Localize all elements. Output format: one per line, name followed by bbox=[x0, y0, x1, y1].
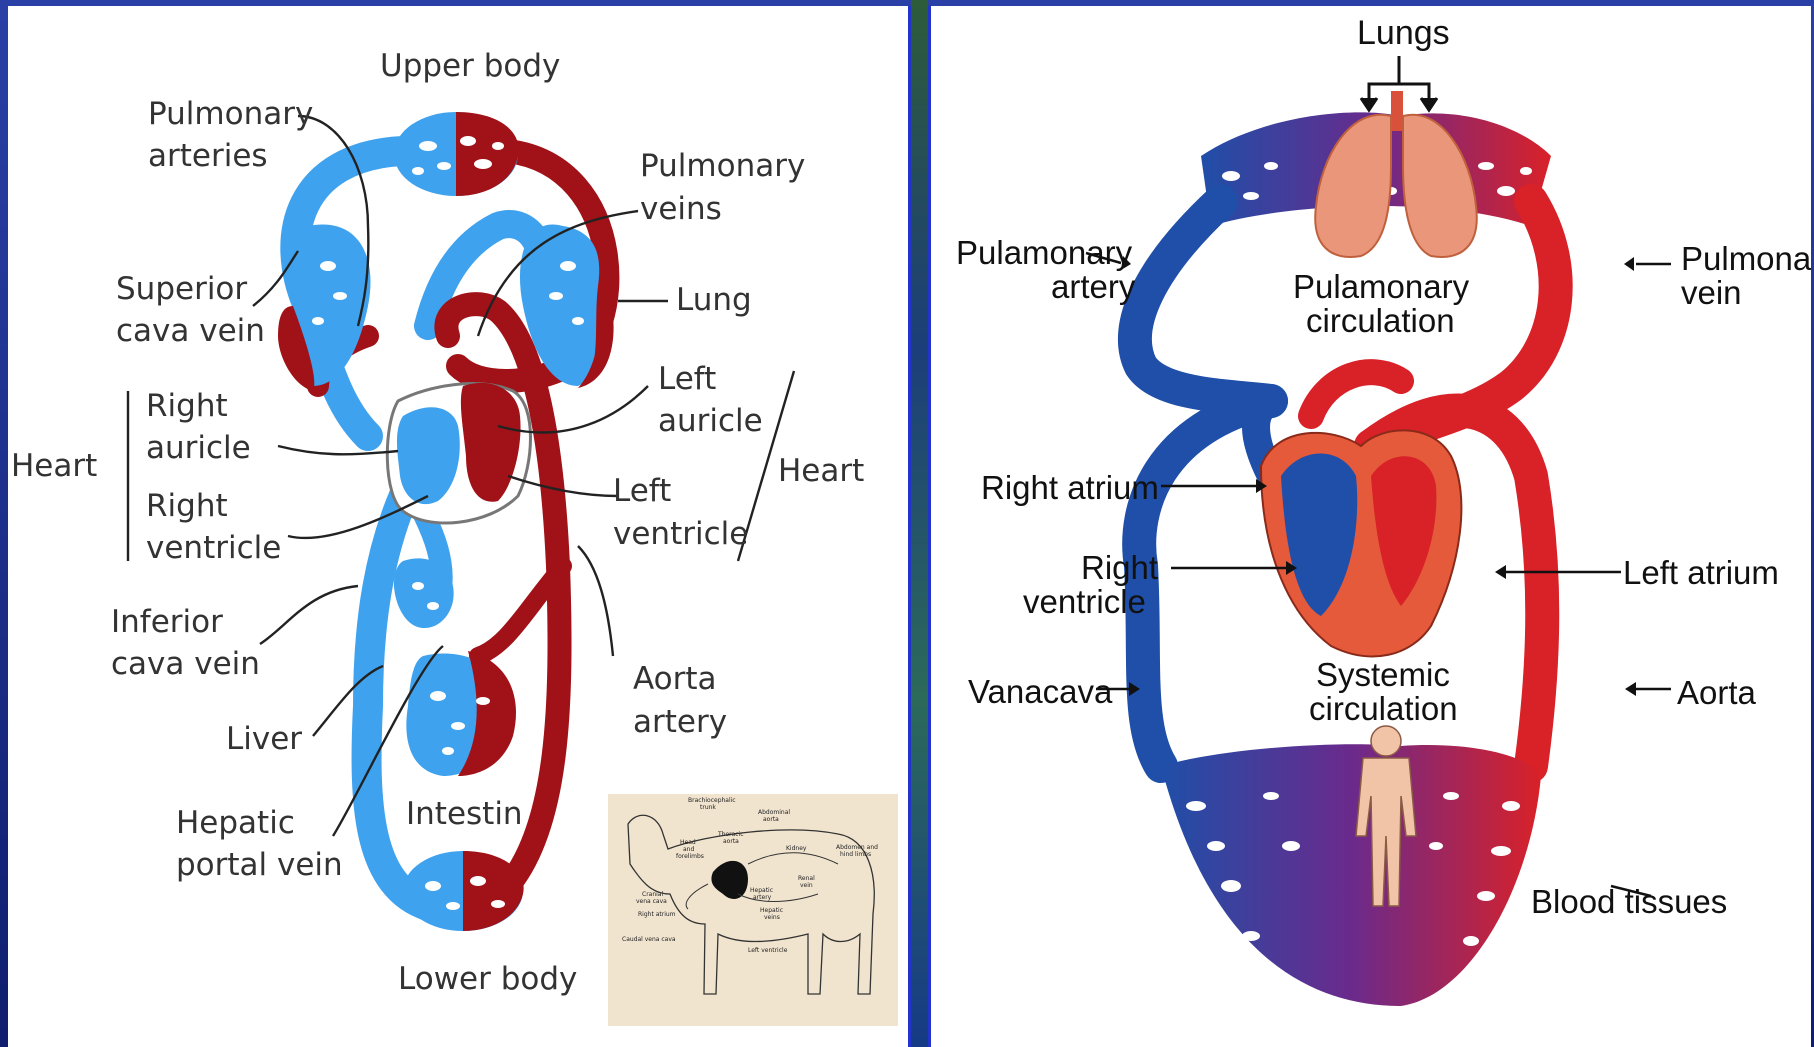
inset-label-abdomen-2: hind limbs bbox=[840, 851, 871, 858]
cow-heart bbox=[711, 861, 748, 899]
label-inferior-cava-line2: cava vein bbox=[111, 646, 260, 682]
heart-schematic bbox=[387, 383, 530, 523]
right-circulation-panel: Lungs Pulamonary artery Pulmonary vein P… bbox=[928, 6, 1811, 1047]
inset-label-abdominal-2: aorta bbox=[763, 816, 779, 823]
inset-label-hepatic-artery-1: Hepatic bbox=[750, 887, 773, 894]
left-circulation-panel: Upper body Pulmonary arteries Pulmonary … bbox=[8, 6, 911, 1047]
label-hepatic-line1: Hepatic bbox=[176, 805, 295, 841]
inset-label-head-2: and bbox=[683, 846, 694, 853]
cow-circulation-inset: Brachiocephalic trunk Abdominal aorta Th… bbox=[608, 794, 898, 1026]
panel-gap bbox=[911, 0, 928, 1047]
inset-label-hepatic-artery-2: artery bbox=[753, 894, 772, 901]
label-left-auricle-line2: auricle bbox=[658, 403, 763, 439]
cow-inset-labels: Brachiocephalic trunk Abdominal aorta Th… bbox=[622, 797, 878, 954]
label-right-ventricle-line2: ventricle bbox=[146, 530, 281, 566]
label-right-atrium: Right atrium bbox=[981, 469, 1159, 506]
inset-label-left-ventricle: Left ventricle bbox=[748, 947, 788, 954]
inset-label-brachio-2: trunk bbox=[700, 804, 716, 811]
label-aorta-line2: artery bbox=[633, 704, 727, 740]
inset-label-abdomen-1: Abdomen and bbox=[836, 844, 878, 851]
label-pulmonary-circulation-line2: circulation bbox=[1306, 302, 1455, 339]
label-pulmonary-veins-line2: veins bbox=[640, 191, 722, 227]
label-superior-cava-line1: Superior bbox=[116, 271, 247, 307]
label-vanacava: Vanacava bbox=[968, 673, 1113, 710]
inset-label-renal-2: vein bbox=[800, 882, 813, 889]
label-upper-body: Upper body bbox=[380, 48, 560, 84]
label-left-atrium: Left atrium bbox=[1623, 554, 1779, 591]
blood-tissues-capillary-bed bbox=[1161, 744, 1541, 1006]
label-right-auricle-line2: auricle bbox=[146, 430, 251, 466]
inset-label-head-1: Head bbox=[680, 839, 696, 846]
label-pulmonary-vein-line2: vein bbox=[1681, 274, 1742, 311]
heart-illustration bbox=[1261, 430, 1461, 656]
label-right-ventricle-line1: Right bbox=[146, 488, 228, 524]
label-right-ventricle-line1: Right bbox=[1081, 549, 1158, 586]
label-heart-right: Heart bbox=[778, 453, 864, 489]
label-systemic-circulation-line2: circulation bbox=[1309, 690, 1458, 727]
inset-label-brachio-1: Brachiocephalic bbox=[688, 797, 736, 804]
inset-label-thoracic-1: Thoracic bbox=[717, 831, 744, 838]
label-pulmonary-vein-line1: Pulmonary bbox=[1681, 240, 1811, 277]
label-lungs: Lungs bbox=[1357, 14, 1450, 52]
inset-label-cranial-2: vena cava bbox=[636, 898, 667, 905]
label-left-auricle-line1: Left bbox=[658, 361, 716, 397]
label-inferior-cava-line1: Inferior bbox=[111, 604, 223, 640]
label-pulmonary-artery-line2: artery bbox=[1051, 268, 1136, 305]
label-pulmonary-artery-line1: Pulamonary bbox=[956, 234, 1133, 271]
label-blood-tissues: Blood tissues bbox=[1531, 883, 1727, 920]
inset-label-cranial-1: Cranial bbox=[642, 891, 663, 898]
inset-label-abdominal-1: Abdominal bbox=[758, 809, 790, 816]
label-systemic-circulation-line1: Systemic bbox=[1316, 656, 1450, 693]
label-pulmonary-veins-line1: Pulmonary bbox=[640, 148, 805, 184]
inset-label-hepatic-veins-2: veins bbox=[764, 914, 780, 921]
label-liver: Liver bbox=[226, 721, 302, 757]
label-left-ventricle-line2: ventricle bbox=[613, 516, 748, 552]
label-intestin: Intestin bbox=[406, 796, 523, 832]
inset-label-kidney: Kidney bbox=[786, 845, 807, 852]
cow-circulation-drawing: Brachiocephalic trunk Abdominal aorta Th… bbox=[608, 794, 898, 1026]
inset-label-thoracic-2: aorta bbox=[723, 838, 739, 845]
label-pulmonary-circulation-line1: Pulamonary bbox=[1293, 268, 1470, 305]
label-right-ventricle-line2: ventricle bbox=[1023, 583, 1146, 620]
inset-label-right-atrium: Right atrium bbox=[638, 911, 676, 918]
label-left-ventricle-line1: Left bbox=[613, 473, 671, 509]
upper-body-capillary-bed bbox=[394, 112, 519, 196]
inset-label-renal-1: Renal bbox=[798, 875, 815, 882]
label-right-auricle-line1: Right bbox=[146, 388, 228, 424]
inset-label-hepatic-veins-1: Hepatic bbox=[760, 907, 783, 914]
label-heart-left: Heart bbox=[11, 448, 97, 484]
label-lower-body: Lower body bbox=[398, 961, 577, 997]
right-circulation-diagram: Lungs Pulamonary artery Pulmonary vein P… bbox=[931, 6, 1811, 1047]
intestine-capillary-bed bbox=[406, 651, 516, 776]
label-lung: Lung bbox=[676, 282, 752, 318]
label-superior-cava-line2: cava vein bbox=[116, 313, 265, 349]
inset-label-head-3: forelimbs bbox=[676, 853, 704, 860]
label-pulmonary-arteries-line1: Pulmonary bbox=[148, 96, 313, 132]
label-aorta-line1: Aorta bbox=[633, 661, 717, 697]
inset-label-caudal: Caudal vena cava bbox=[622, 936, 676, 943]
lower-body-capillary-bed bbox=[403, 851, 524, 931]
label-aorta: Aorta bbox=[1677, 674, 1757, 711]
label-hepatic-line2: portal vein bbox=[176, 847, 343, 883]
label-pulmonary-arteries-line2: arteries bbox=[148, 138, 268, 174]
